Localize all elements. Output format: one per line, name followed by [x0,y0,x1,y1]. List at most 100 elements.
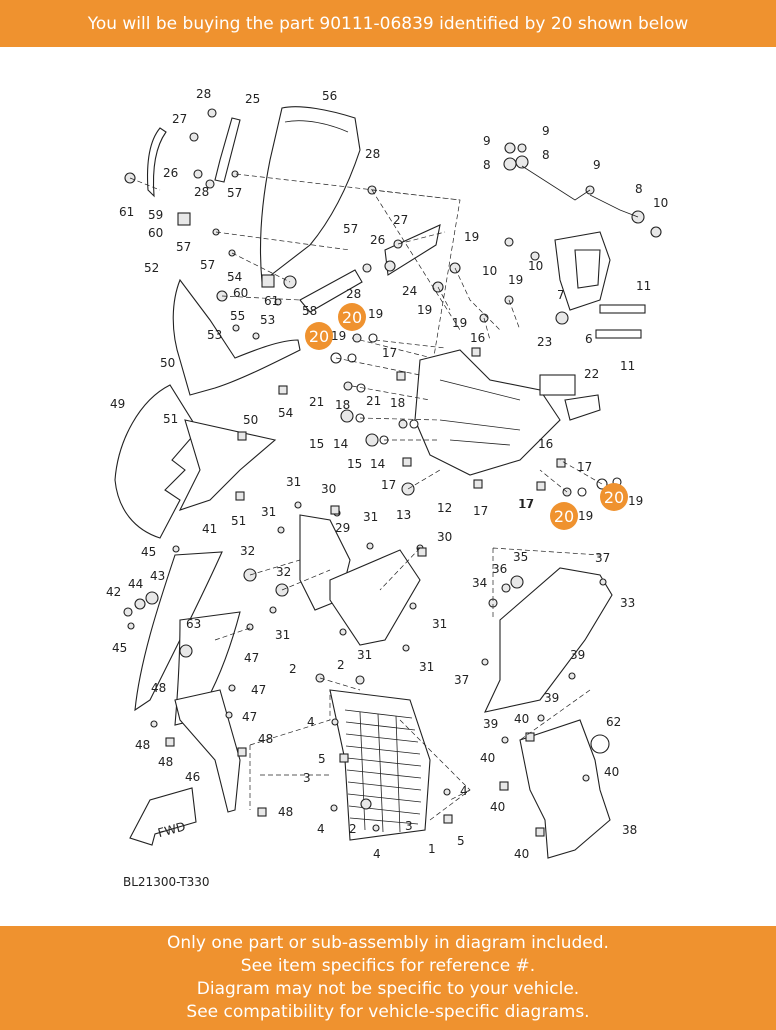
ref-label: 19 [331,329,346,343]
ref-label: 17 [577,460,592,474]
highlight-badge-20: 20 [338,303,366,331]
ref-label: 14 [333,437,348,451]
ref-label: 23 [537,335,552,349]
ref-label: 21 [366,394,381,408]
ref-label: 11 [620,359,635,373]
ref-label: 1 [428,842,436,856]
front-cowl-52 [172,278,301,396]
ref-label: 47 [244,651,259,665]
ref-label: 34 [472,576,487,590]
ref-label: 48 [158,755,173,769]
ref-label: 62 [606,715,621,729]
ref-label: 3 [303,771,311,785]
ref-label: 24 [402,284,417,298]
parts-diagram: FWD BL21300-T330 28 25 56 27 28 26 28 57… [80,68,700,920]
trim-58 [299,269,363,313]
ref-label: 9 [593,158,601,172]
ref-label: 53 [260,313,275,327]
highlight-badge-20: 20 [600,483,628,511]
ref-label: 53 [207,328,222,342]
ref-label: 57 [227,186,242,200]
windscreen-56-inner [284,120,349,133]
ref-label: 13 [396,508,411,522]
ref-label: 50 [160,356,175,370]
ref-label: 38 [622,823,637,837]
ref-label: 61 [119,205,134,219]
ref-label: 2 [289,662,297,676]
ref-label: 9 [542,124,550,138]
ref-label: 14 [370,457,385,471]
ref-label: 31 [363,510,378,524]
pad-60-left [177,212,191,226]
ref-label: 19 [452,316,467,330]
disclaimer-line: Only one part or sub-assembly in diagram… [167,933,609,953]
svg-text:20: 20 [554,507,574,526]
ref-label: 7 [557,288,565,302]
ref-label: 31 [357,648,372,662]
ref-label: 40 [514,847,529,861]
ref-label: 3 [405,819,413,833]
ref-label: 40 [490,800,505,814]
fairing-stay-12 [414,349,601,476]
ref-label: 17 [382,346,397,360]
ref-label: 25 [245,92,260,106]
ref-label: 17 [519,497,534,511]
diagram-code: BL21300-T330 [123,875,210,889]
side-fairing-49 [114,384,199,539]
ref-label: 54 [227,270,242,284]
ref-label: 27 [393,213,408,227]
ref-label: 28 [365,147,380,161]
ref-label: 42 [106,585,121,599]
ref-label: 58 [302,304,317,318]
ref-label: 5 [457,834,465,848]
ref-label: 4 [317,822,325,836]
ref-label: 30 [437,530,452,544]
ref-label: 59 [148,208,163,222]
ref-label: 8 [635,182,643,196]
ref-label: 17 [473,504,488,518]
ref-label: 31 [432,617,447,631]
ref-label: 50 [243,413,258,427]
svg-text:20: 20 [309,327,329,346]
lower-panel-50 [178,419,277,511]
ref-label: 40 [480,751,495,765]
leader-lines-center [335,189,603,493]
ref-label: 27 [172,112,187,126]
ref-label: 37 [454,673,469,687]
ref-label: 21 [309,395,324,409]
ref-label: 55 [230,309,245,323]
ref-label: 10 [528,259,543,273]
ref-label: 60 [148,226,163,240]
ref-label: 28 [346,287,361,301]
inner-panel-29b [329,549,421,646]
part-purchase-notice: You will be buying the part 90111-06839 … [87,13,689,34]
ref-label: 43 [150,569,165,583]
ref-label: 41 [202,522,217,536]
ref-label: 37 [595,551,610,565]
ref-label: 39 [570,648,585,662]
ref-label: 35 [513,550,528,564]
ref-label: 8 [542,148,550,162]
ref-label: 28 [196,87,211,101]
ref-label: 33 [620,596,635,610]
ref-label: 54 [278,406,293,420]
ref-label: 31 [286,475,301,489]
ref-label: 15 [309,437,324,451]
ref-label: 19 [508,273,523,287]
cap-62 [590,734,610,754]
ref-label: 48 [278,805,293,819]
ref-label: 48 [151,681,166,695]
highlight-badge-20: 20 [305,322,333,350]
forward-direction-arrow: FWD [129,787,197,846]
bracket-46 [174,689,241,813]
ref-label: 10 [653,196,668,210]
ref-label: 30 [321,482,336,496]
ref-label: 16 [538,437,553,451]
ref-label: 6 [585,332,593,346]
ref-label: 12 [437,501,452,515]
ref-label: 18 [390,396,405,410]
windscreen-56 [259,106,361,284]
ref-label: 36 [492,562,507,576]
ref-label: 15 [347,457,362,471]
bracket-25 [214,117,241,183]
